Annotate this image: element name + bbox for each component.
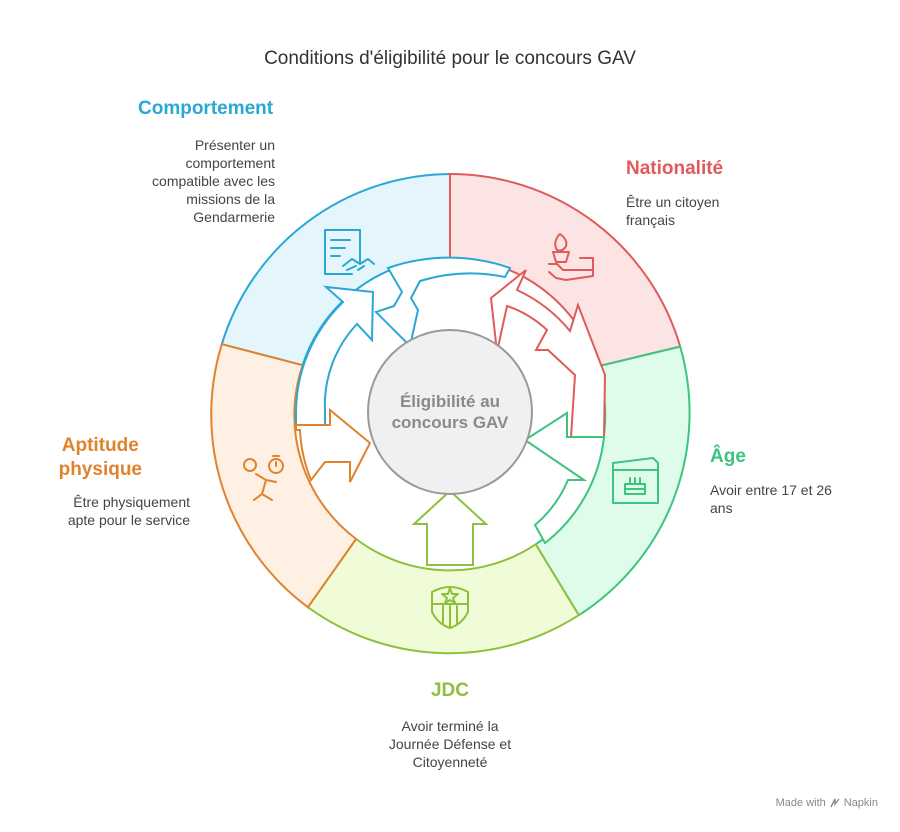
nationalite-desc-line: français — [626, 212, 676, 228]
aptitude-title: Aptitude physique — [59, 434, 142, 482]
jdc-desc-line: Journée Défense et — [388, 736, 512, 752]
age-desc-line: Avoir entre 17 et 26 — [710, 482, 832, 498]
aptitude-desc-line: Être physiquement — [73, 494, 190, 510]
arrow-aptitude-main — [295, 407, 372, 483]
napkin-brand-text: Napkin — [843, 797, 878, 809]
star-shield-icon — [431, 586, 469, 629]
page-title: Conditions d'éligibilité pour le concour… — [264, 48, 636, 69]
runner-stopwatch-icon — [243, 455, 284, 501]
comportement-desc-line: comportement — [185, 155, 275, 171]
center-label: Éligibilité au concours GAV — [380, 391, 520, 433]
aptitude-desc-line: apte pour le service — [67, 512, 190, 528]
center-label-line1: Éligibilité au — [399, 392, 501, 411]
made-with-text: Made with — [775, 797, 826, 809]
age-description: Avoir entre 17 et 26 ans — [710, 481, 832, 517]
napkin-logo-icon — [830, 798, 840, 808]
age-desc-line: ans — [710, 500, 733, 516]
arrow-to-center-comportement — [374, 256, 512, 348]
center-circle — [367, 329, 533, 495]
birthday-cake-card-icon — [612, 457, 659, 504]
comportement-desc-line: compatible avec les — [152, 173, 275, 189]
arrow-jdc-main — [411, 489, 489, 566]
arrow-age — [523, 411, 606, 545]
contract-handshake-icon — [324, 229, 375, 275]
sector-aptitude — [210, 342, 358, 609]
comportement-desc-line: missions de la — [186, 191, 275, 207]
center-label-line2: concours GAV — [391, 413, 509, 432]
nationalite-description: Être un citoyen français — [626, 193, 719, 229]
aptitude-title-line: physique — [58, 459, 142, 480]
comportement-title: Comportement — [138, 98, 274, 119]
nationalite-desc-line: Être un citoyen — [626, 194, 720, 210]
jdc-description: Avoir terminé la Journée Défense et Cito… — [350, 717, 550, 771]
aptitude-description: Être physiquement apte pour le service — [68, 493, 190, 529]
napkin-credit: Made with Napkin — [776, 797, 878, 809]
nationalite-title: Nationalité — [626, 158, 724, 179]
jdc-desc-line: Citoyenneté — [412, 754, 488, 770]
comportement-desc-line: Gendarmerie — [193, 209, 275, 225]
arrow-comportement — [294, 285, 375, 431]
jdc-desc-line: Avoir terminé la — [401, 718, 499, 734]
age-title: Âge — [710, 446, 746, 467]
comportement-desc-line: Présenter un — [194, 137, 275, 153]
comportement-description: Présenter un comportement compatible ave… — [152, 136, 275, 226]
hand-holding-torch-icon — [548, 233, 594, 281]
aptitude-title-line: Aptitude — [61, 435, 139, 456]
jdc-title: JDC — [430, 680, 469, 701]
